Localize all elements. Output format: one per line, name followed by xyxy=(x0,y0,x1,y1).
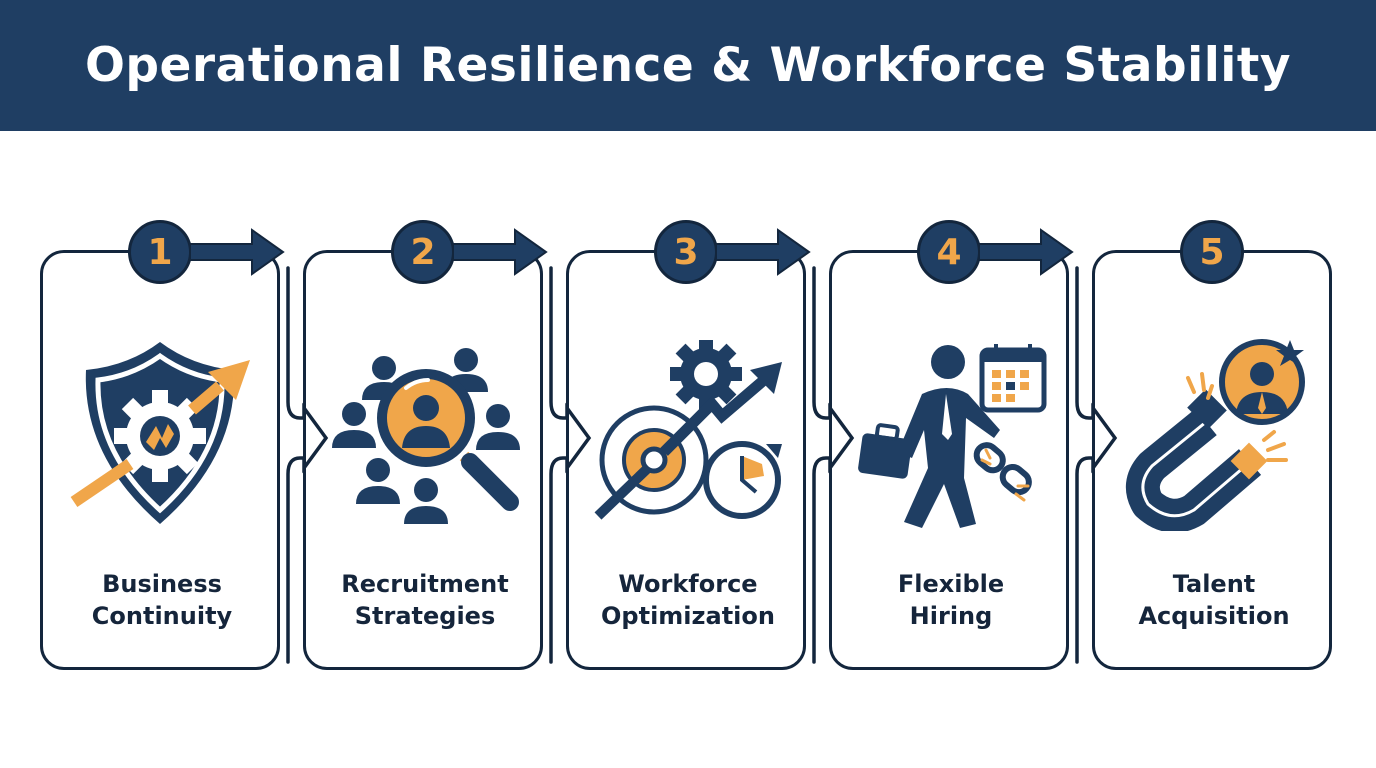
label-line: Flexible xyxy=(897,570,1005,598)
step-number: 5 xyxy=(1199,231,1225,273)
step-number-badge-5: 5 xyxy=(1180,220,1244,284)
step-number-badge-2: 2 xyxy=(391,220,455,284)
label-line: Workforce xyxy=(618,570,758,598)
label-line: Optimization xyxy=(601,602,775,630)
step-number-badge-3: 3 xyxy=(654,220,718,284)
gear-icon xyxy=(670,340,742,410)
page-title: Operational Resilience & Workforce Stabi… xyxy=(84,38,1292,93)
step-label-3: Workforce Optimization xyxy=(568,568,808,632)
step-number: 3 xyxy=(673,231,699,273)
label-line: Talent xyxy=(1172,570,1256,598)
label-line: Acquisition xyxy=(1138,602,1290,630)
magnet-talent-icon xyxy=(1125,339,1305,531)
step-number-badge-1: 1 xyxy=(128,220,192,284)
step-label-2: Recruitment Strategies xyxy=(305,568,545,632)
person-icon xyxy=(332,402,376,448)
shield-gear-growth-icon xyxy=(70,342,250,524)
gears-growth-clock-icon xyxy=(594,340,782,520)
label-line: Recruitment xyxy=(341,570,509,598)
step-label-1: Business Continuity xyxy=(42,568,282,632)
step-number: 4 xyxy=(936,231,962,273)
header-banner: Operational Resilience & Workforce Stabi… xyxy=(0,0,1376,131)
label-line: Continuity xyxy=(91,602,233,630)
clock-icon xyxy=(703,441,782,519)
step-label-4: Flexible Hiring xyxy=(831,568,1071,632)
label-line: Hiring xyxy=(909,602,993,630)
person-icon xyxy=(476,404,520,450)
walking-worker-calendar-icon xyxy=(858,344,1047,528)
star-icon xyxy=(1276,340,1304,366)
person-icon xyxy=(356,458,400,504)
person-icon xyxy=(404,478,448,524)
magnet-icon xyxy=(1125,389,1268,531)
step-number: 1 xyxy=(147,231,173,273)
broken-link-icon xyxy=(973,442,1032,496)
label-line: Strategies xyxy=(354,602,496,630)
step-card-5 xyxy=(1092,250,1332,670)
label-line: Business xyxy=(102,570,222,598)
step-number-badge-4: 4 xyxy=(917,220,981,284)
magnifier-people-icon xyxy=(332,348,520,524)
talent-avatar-icon xyxy=(1219,339,1305,425)
step-label-5: Talent Acquisition xyxy=(1094,568,1334,632)
briefcase-icon xyxy=(858,423,912,479)
step-card-1 xyxy=(40,250,280,670)
step-number: 2 xyxy=(410,231,436,273)
calendar-icon xyxy=(979,344,1047,413)
